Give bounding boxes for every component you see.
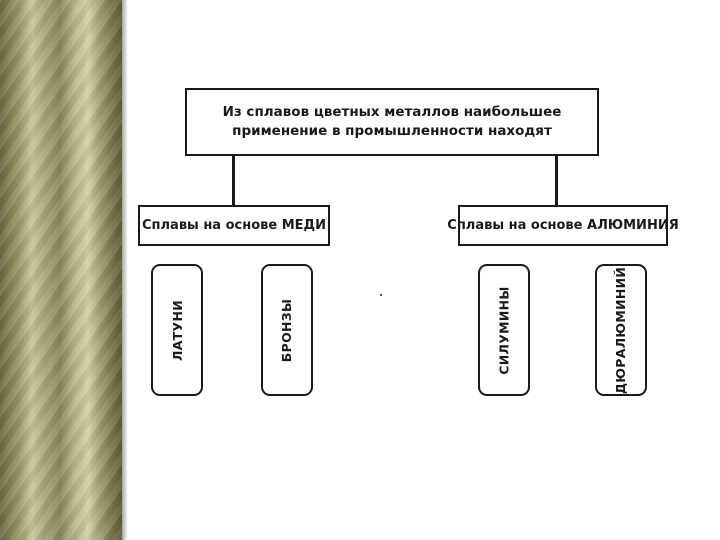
leaf-node-bronze: БРОНЗЫ — [261, 264, 313, 396]
leaf-node-brass: ЛАТУНИ — [151, 264, 203, 396]
leaf-label-duralumin: ДЮРАЛЮМИНИЙ — [613, 266, 629, 394]
root-text-line1: Из сплавов цветных металлов наибольшее — [222, 104, 562, 120]
connector-root-aluminium — [555, 156, 558, 205]
leaf-label-bronze: БРОНЗЫ — [279, 298, 295, 362]
strip-shadow — [122, 0, 128, 540]
root-node: Из сплавов цветных металлов наибольшее п… — [185, 88, 599, 156]
group-label-aluminium: Сплавы на основе АЛЮМИНИЯ — [447, 218, 679, 233]
group-node-aluminium: Сплавы на основе АЛЮМИНИЯ — [447, 205, 679, 246]
leaf-label-brass: ЛАТУНИ — [169, 299, 185, 361]
root-text-line2: применение в промышленности находят — [232, 123, 552, 139]
group-label-copper: Сплавы на основе МЕДИ — [142, 218, 326, 233]
leaf-node-duralumin: ДЮРАЛЮМИНИЙ — [595, 264, 647, 396]
leaf-label-silumin: СИЛУМИНЫ — [496, 285, 512, 375]
connector-root-copper — [232, 156, 235, 205]
decorative-side-strip — [0, 0, 122, 540]
stray-dot — [380, 294, 382, 296]
group-node-copper: Сплавы на основе МЕДИ — [138, 205, 330, 246]
leaf-node-silumin: СИЛУМИНЫ — [478, 264, 530, 396]
